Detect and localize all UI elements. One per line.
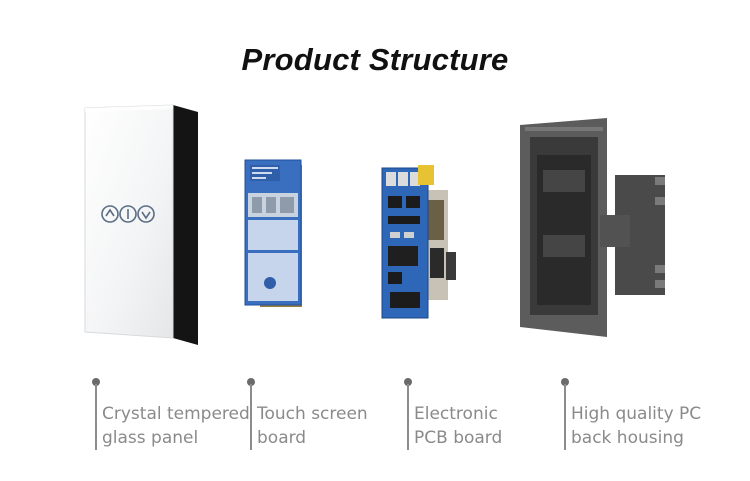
label-line-2: board <box>257 428 307 448</box>
label-line-2: glass panel <box>102 428 199 448</box>
label-line-2: back housing <box>571 428 684 448</box>
marker-line <box>407 384 409 450</box>
touch-screen-board-image <box>244 159 302 307</box>
marker-dot <box>92 378 100 386</box>
marker-line <box>250 384 252 450</box>
label-line-2: PCB board <box>414 428 503 448</box>
marker-line <box>564 384 566 450</box>
pcb-board-image <box>381 165 456 319</box>
label-line-1: High quality PC <box>571 404 702 424</box>
marker-dot <box>404 378 412 386</box>
marker-dot <box>561 378 569 386</box>
back-housing-image <box>520 118 665 337</box>
marker-line <box>95 384 97 450</box>
label-line-1: Electronic <box>414 404 498 424</box>
label-line-1: Touch screen <box>257 404 368 424</box>
label-line-1: Crystal tempered <box>102 404 250 424</box>
marker-dot <box>247 378 255 386</box>
glass-panel-image <box>84 104 198 345</box>
page-title: Product Structure <box>241 42 509 77</box>
